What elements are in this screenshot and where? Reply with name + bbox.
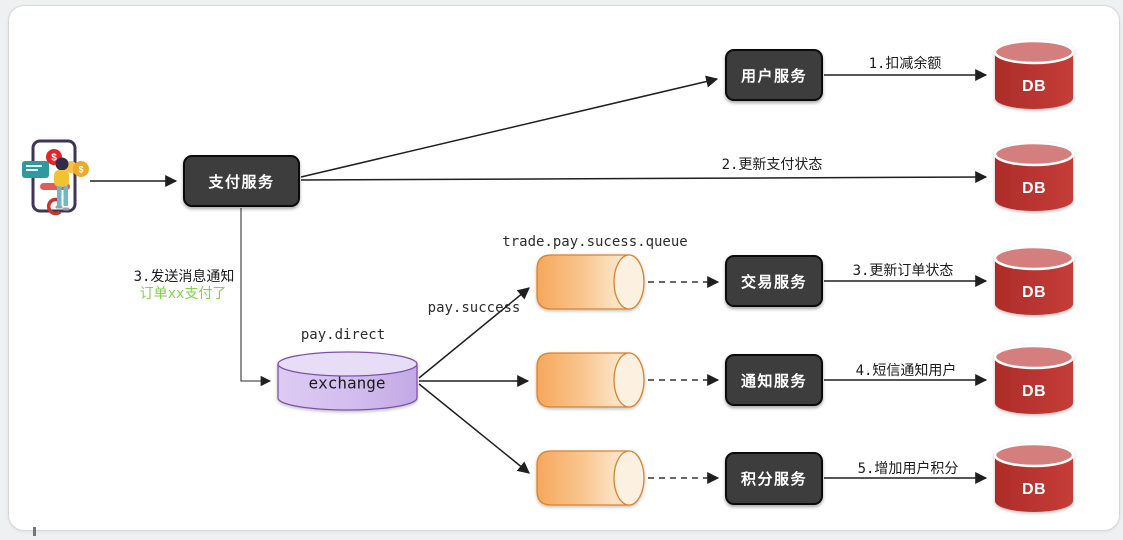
person-head (55, 157, 69, 171)
database-cylinder-1 (993, 39, 1075, 109)
database-cylinder-2 (993, 141, 1075, 211)
arrow-exchange-to-queue3 (418, 383, 530, 474)
node-payment-service: 支付服务 (183, 155, 300, 207)
node-trade-service: 交易服务 (725, 255, 823, 307)
edge-label-step3: 3.更新订单状态 (852, 263, 954, 279)
edge-label-step4: 4.短信通知用户 (855, 363, 957, 379)
db-label-5: DB (1021, 481, 1047, 498)
routing-key-label: pay.success (427, 300, 521, 316)
node-points-service: 积分服务 (725, 452, 823, 505)
database-cylinder-4 (993, 344, 1075, 414)
edge-label-step2: 2.更新支付状态 (721, 157, 823, 173)
exchange-type-label: pay.direct (300, 327, 386, 343)
edge-label-step5: 5.增加用户积分 (857, 461, 959, 477)
db-label-2: DB (1021, 180, 1047, 197)
edge-label-step1: 1.扣减余额 (868, 56, 942, 72)
node-user-service: 用户服务 (725, 49, 823, 101)
database-cylinder-5 (993, 442, 1075, 512)
arrow-exchange-to-queue1 (418, 287, 530, 379)
db-label-1: DB (1021, 78, 1047, 95)
scrollbar-fragment (33, 527, 36, 536)
edge-label-step3-message-detail: 订单xx支付了 (139, 286, 227, 302)
payment-c-icon (46, 197, 62, 216)
exchange-label: exchange (308, 373, 386, 393)
db-label-4: DB (1021, 383, 1047, 400)
edge-label-step3-message: 3.发送消息通知 (133, 269, 235, 285)
dollar-icon: $ (51, 153, 57, 164)
mobile-payment-user-icon: $ $ (22, 139, 89, 216)
queue-cylinder-1 (536, 254, 645, 310)
dollar-icon: $ (78, 165, 83, 175)
exchange-cylinder-icon (277, 351, 418, 411)
queue-name-label: trade.pay.sucess.queue (502, 234, 688, 250)
coin-icon (73, 161, 89, 177)
queue-cylinder-2 (536, 352, 645, 408)
database-cylinder-3 (993, 245, 1075, 315)
queue-cylinder-3 (536, 450, 645, 506)
db-label-3: DB (1021, 284, 1047, 301)
arrow-payment-to-exchange (240, 208, 272, 387)
arrow-payment-to-user (300, 75, 719, 178)
arrow-payment-to-db2 (300, 171, 988, 184)
person-body (54, 170, 69, 187)
node-notify-service: 通知服务 (725, 354, 823, 406)
